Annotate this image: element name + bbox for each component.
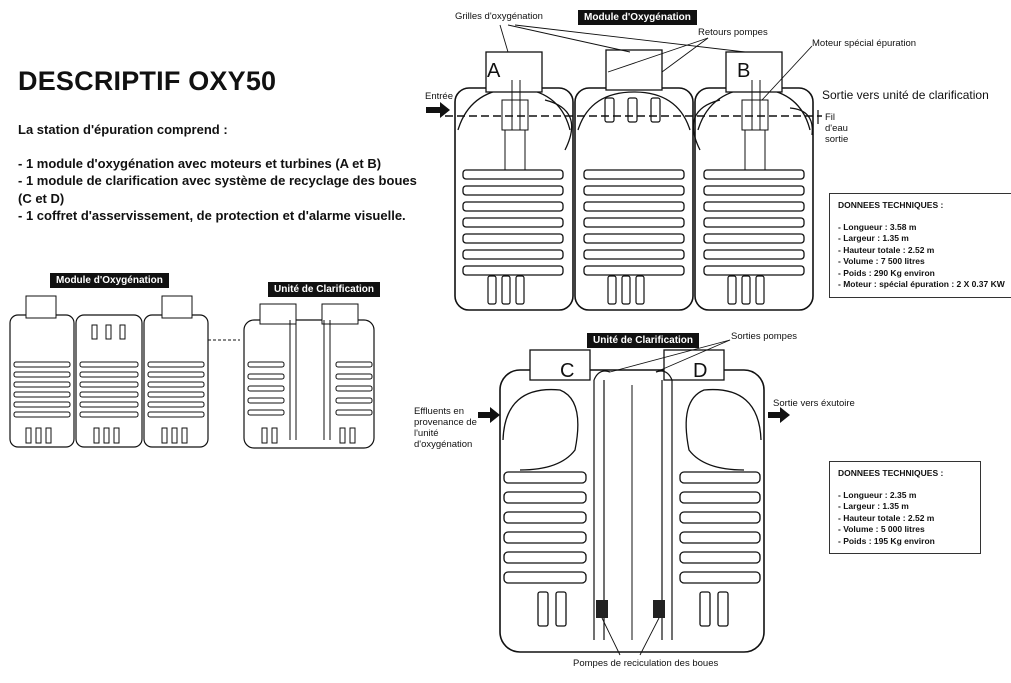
component-item: - 1 coffret d'asservissement, de protect… xyxy=(18,208,406,223)
small-clarification-drawing xyxy=(243,303,375,449)
label-sortie-clarification: Sortie vers unité de clarification xyxy=(822,88,989,102)
tech-box-oxygenation: DONNEES TECHNIQUES : - Longueur : 3.58 m… xyxy=(829,193,1011,298)
label-moteur: Moteur spécial épuration xyxy=(812,38,917,49)
component-item: - 1 module d'oxygénation avec moteurs et… xyxy=(18,156,382,171)
tech-line: - Longueur : 2.35 m xyxy=(838,489,917,500)
tech-line: - Hauteur totale : 2.52 m xyxy=(838,512,935,523)
tech-line: - Moteur : spécial épuration : 2 X 0.37 … xyxy=(838,279,1005,289)
small-oxygenation-tag: Module d'Oxygénation xyxy=(50,273,169,288)
label-pompes-recirculation: Pompes de reciculation des boues xyxy=(573,658,719,669)
letter-a: A xyxy=(487,60,501,82)
intro-text: La station d'épuration comprend : xyxy=(18,122,228,137)
label-grilles: Grilles d'oxygénation xyxy=(455,11,543,22)
tech-line: - Hauteur totale : 2.52 m xyxy=(838,244,935,255)
letter-b: B xyxy=(737,60,751,82)
letter-c: C xyxy=(560,360,575,382)
tech-line: - Largeur : 1.35 m xyxy=(838,233,909,243)
small-oxygenation-drawing xyxy=(9,295,240,448)
tech-line: - Largeur : 1.35 m xyxy=(838,501,909,511)
tech-heading: DONNEES TECHNIQUES : xyxy=(838,468,944,478)
label-entree: Entrée xyxy=(425,91,453,102)
oxygenation-module-drawing xyxy=(426,24,822,311)
label-fil-eau: Fil d'eau sortie xyxy=(825,112,849,145)
page-title: DESCRIPTIF OXY50 xyxy=(18,66,277,96)
label-effluents: Effluents en provenance de l'unité d'oxy… xyxy=(414,406,477,450)
label-retours-pompes: Retours pompes xyxy=(698,27,768,38)
tech-line: - Volume : 7 500 litres xyxy=(838,256,925,266)
tech-line: - Poids : 195 Kg environ xyxy=(838,535,935,546)
oxygenation-tag: Module d'Oxygénation xyxy=(578,10,697,25)
label-sorties-pompes: Sorties pompes xyxy=(731,331,798,342)
letter-d: D xyxy=(693,360,708,382)
clarification-tag: Unité de Clarification xyxy=(587,333,700,348)
small-clarification-tag: Unité de Clarification xyxy=(268,282,381,297)
label-sortie-exutoire: Sortie vers éxutoire xyxy=(773,398,855,409)
tech-line: - Poids : 290 Kg environ xyxy=(838,267,935,278)
tech-box-clarification: DONNEES TECHNIQUES : - Longueur : 2.35 m… xyxy=(829,461,981,554)
tech-line: - Volume : 5 000 litres xyxy=(838,524,925,534)
tech-heading: DONNEES TECHNIQUES : xyxy=(838,200,944,210)
tech-line: - Longueur : 3.58 m xyxy=(838,221,917,232)
clarification-unit-drawing xyxy=(478,339,790,656)
component-item: - 1 module de clarification avec système… xyxy=(18,173,417,206)
